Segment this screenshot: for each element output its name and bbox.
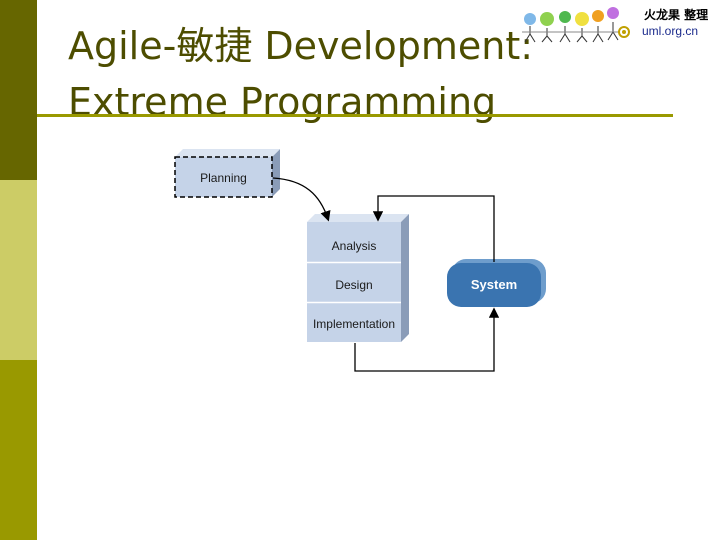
side-stripe-top	[0, 0, 37, 180]
title-line-1: Agile-敏捷 Development:	[68, 24, 534, 68]
logo-figures-icon	[522, 7, 630, 43]
design-label: Design	[335, 278, 373, 292]
planning-to-analysis-arrow	[272, 177, 331, 222]
logo-chinese-text: 火龙果 整理	[644, 8, 709, 22]
system-feedback-arrow	[372, 195, 495, 262]
planning-label: Planning	[200, 171, 247, 185]
implementation-label: Implementation	[312, 317, 396, 331]
analysis-label: Analysis	[331, 239, 377, 253]
planning-box	[174, 149, 280, 198]
side-stripe-bottom	[0, 360, 37, 540]
logo-url: uml.org.cn	[642, 24, 699, 38]
lifecycle-stack	[307, 214, 409, 342]
system-box	[447, 259, 546, 307]
title-underline	[37, 114, 673, 117]
side-stripe-middle	[0, 180, 37, 360]
system-label: System	[470, 277, 518, 292]
implementation-to-system-arrow	[354, 307, 500, 372]
